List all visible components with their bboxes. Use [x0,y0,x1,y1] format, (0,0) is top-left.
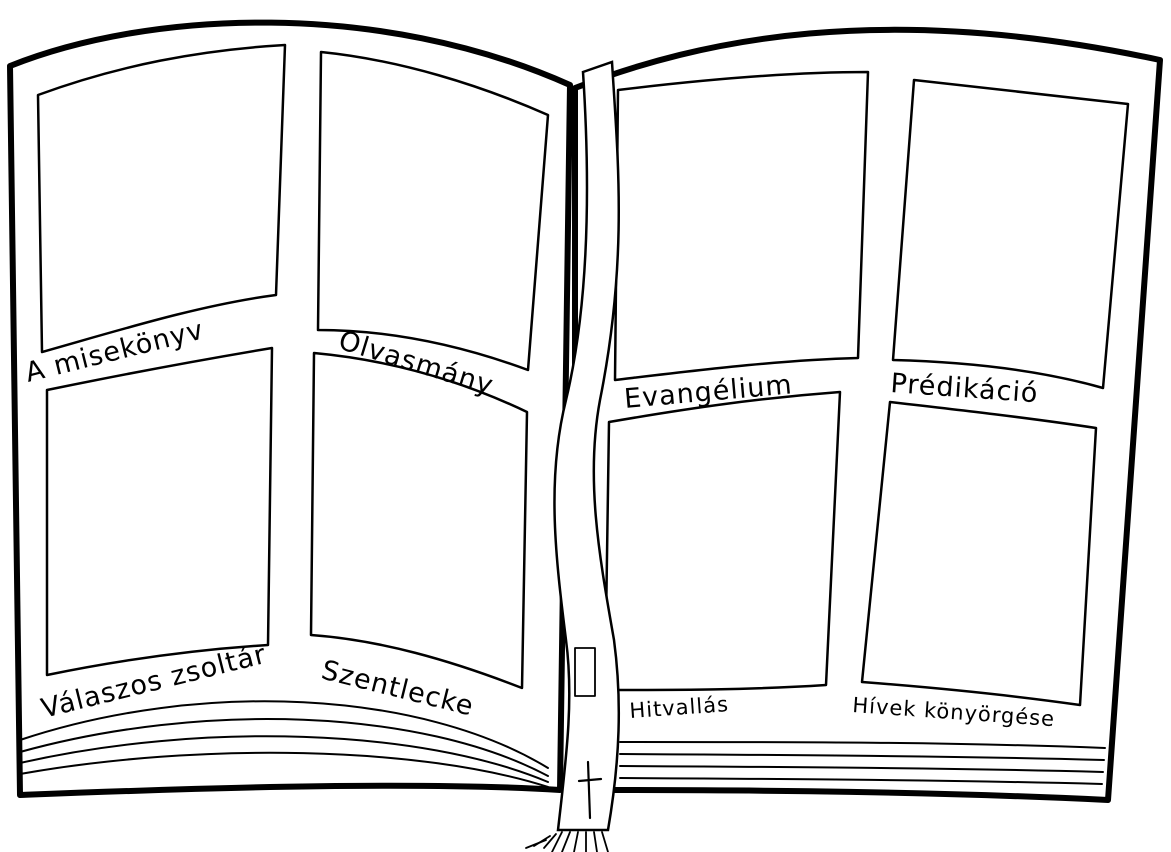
panel-frame [893,80,1128,388]
panel-frame [38,45,285,352]
panel-frame [311,353,527,688]
panel-label: Hitvallás [629,692,730,723]
panel-label: Válaszos zsoltár [38,639,270,725]
left-page-outline [10,23,570,795]
right-page-outline [575,30,1160,800]
left-page-edge-line-3 [20,736,548,782]
panel-frame [318,52,548,370]
right-page: Evangélium Prédikáció Hitvallás Hívek kö… [575,30,1160,800]
right-page-edge-line-1 [620,742,1105,748]
panel-frame [862,402,1096,705]
right-page-edge-line-4 [620,778,1102,784]
tassel [526,832,608,852]
left-page: A misekönyv Olvasmány Válaszos zsoltár S… [10,23,570,795]
panel-frame [605,392,840,690]
right-page-edge-line-2 [620,754,1104,760]
panel-label: Prédikáció [890,368,1040,409]
panel-frame [47,348,272,675]
panel-frame [615,72,868,380]
panel-label: Olvasmány [335,325,497,402]
right-page-edge-line-3 [620,766,1103,772]
